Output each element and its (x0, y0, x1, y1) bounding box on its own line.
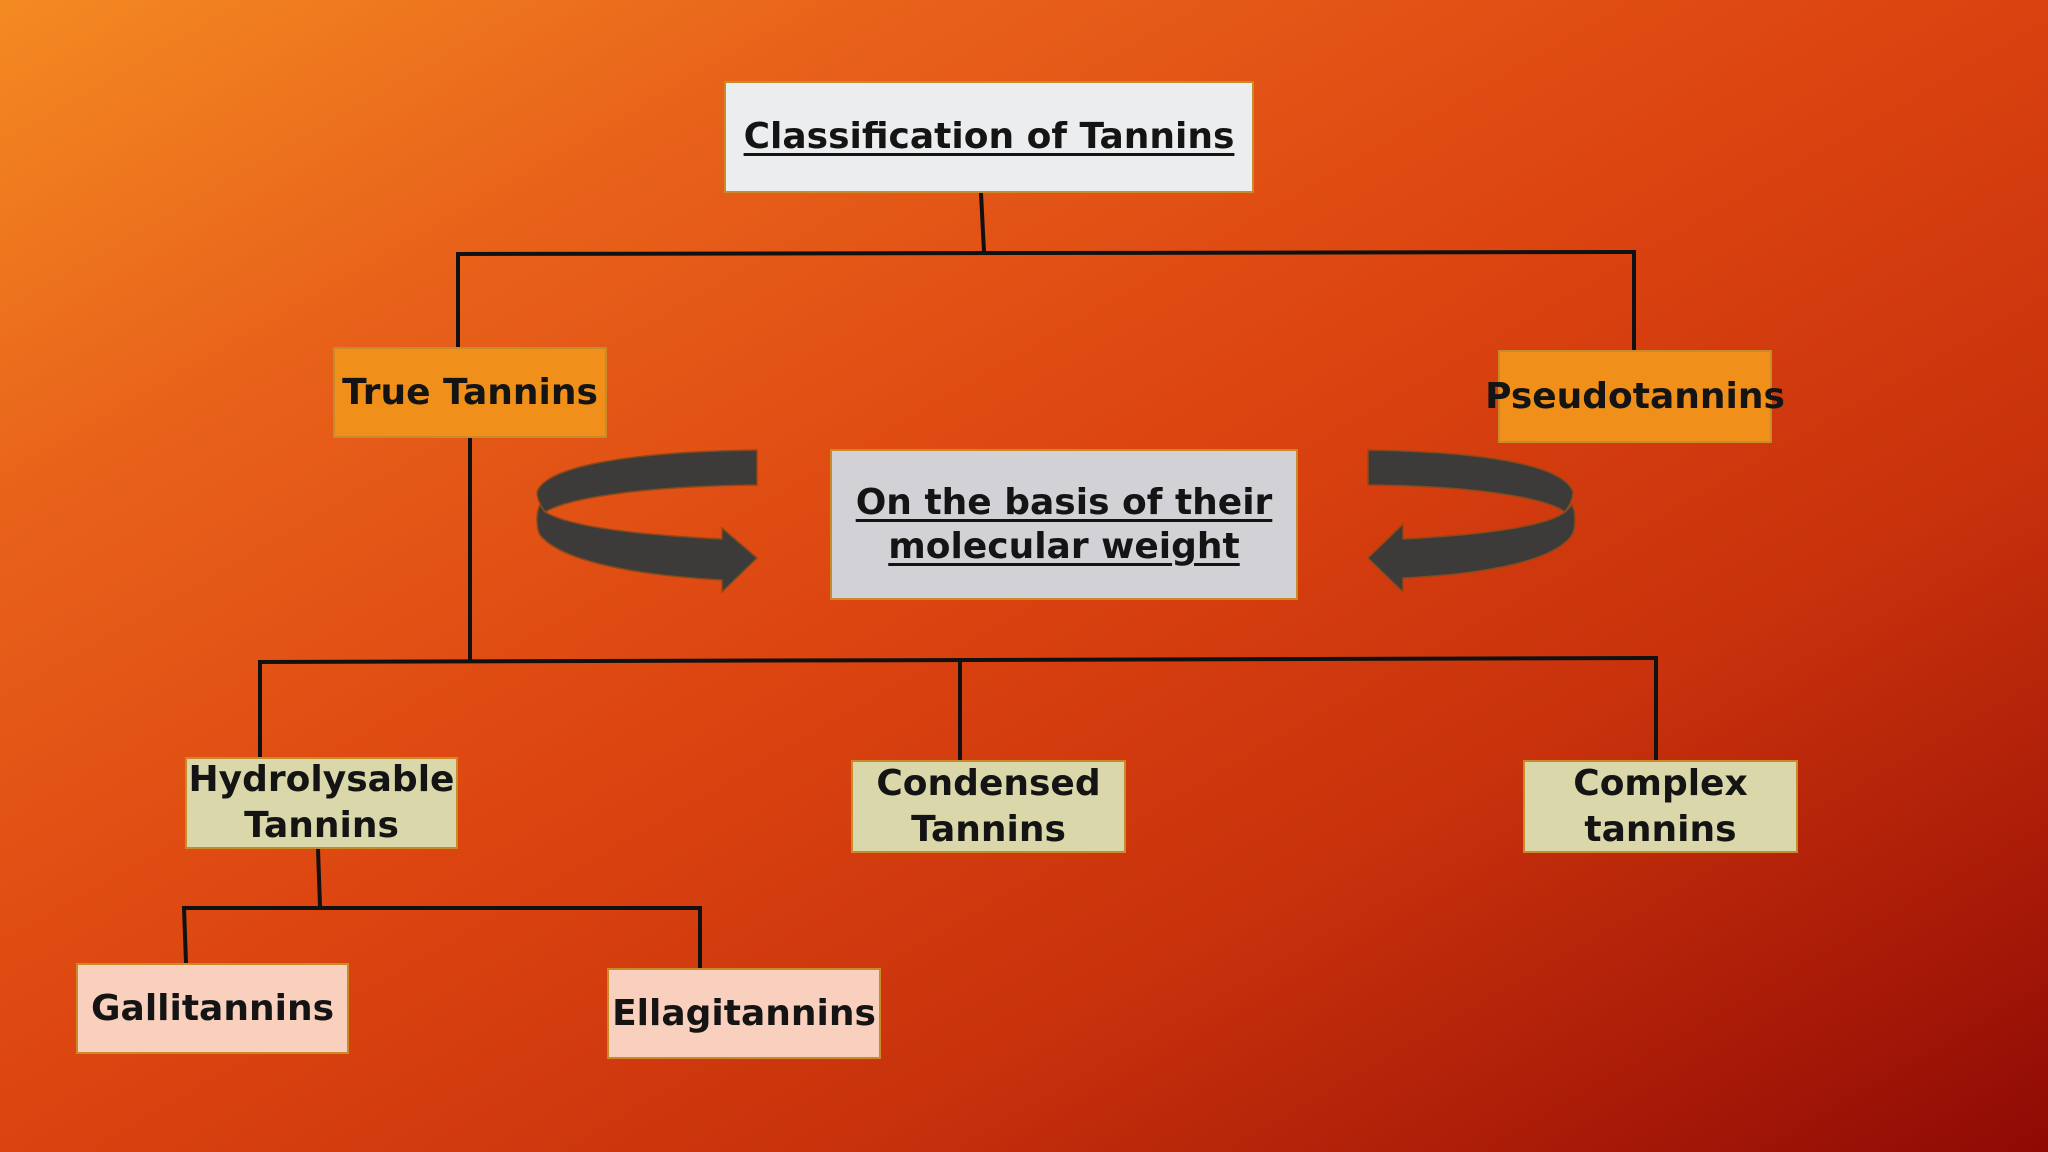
condensed-line-1: Condensed (876, 762, 1101, 804)
pseudotannins-box: Pseudotannins (1485, 350, 1785, 443)
connector-level1-bar (455, 249, 1637, 257)
ellagitannins-box: Ellagitannins (607, 968, 881, 1059)
gallitannins-label: Gallitannins (90, 987, 335, 1029)
basis-box: On the basis of their molecular weight (830, 449, 1298, 600)
condensed-line-2: Tannins (911, 808, 1066, 850)
hydrolysable-line-1: Hydrolysable (188, 759, 455, 800)
complex-line-1: Complex (1573, 762, 1748, 804)
connector-title-stem (978, 190, 987, 255)
curved-arrow-left-icon (536, 449, 759, 594)
condensed-tannins-label: Condensed Tannins (876, 761, 1100, 853)
basis-line-1: On the basis of their (855, 482, 1273, 524)
ellagitannins-label: Ellagitannins (612, 992, 876, 1034)
curved-arrow-right-icon (1366, 449, 1576, 594)
complex-tannins-box: Complex tannins (1523, 760, 1798, 853)
gallitannins-box: Gallitannins (76, 963, 349, 1054)
true-tannins-box: True Tannins (333, 347, 607, 438)
connector-hydro-stem (315, 846, 323, 909)
connector-galli-drop (181, 905, 189, 966)
basis-line-2: molecular weight (888, 525, 1240, 567)
title-text: Classification of Tannins (743, 116, 1235, 158)
title-box: Classification of Tannins (724, 81, 1254, 193)
hydrolysable-line-2: Tannins (244, 805, 399, 846)
true-tannins-label: True Tannins (342, 371, 598, 413)
hydrolysable-tannins-box: Hydrolysable Tannins (185, 757, 458, 849)
complex-tannins-label: Complex tannins (1573, 761, 1747, 853)
condensed-tannins-box: Condensed Tannins (851, 760, 1126, 853)
complex-line-2: tannins (1584, 808, 1737, 850)
basis-text: On the basis of their molecular weight (856, 481, 1273, 567)
hydrolysable-tannins-label: Hydrolysable Tannins (189, 757, 455, 849)
pseudotannins-label: Pseudotannins (1485, 375, 1785, 417)
